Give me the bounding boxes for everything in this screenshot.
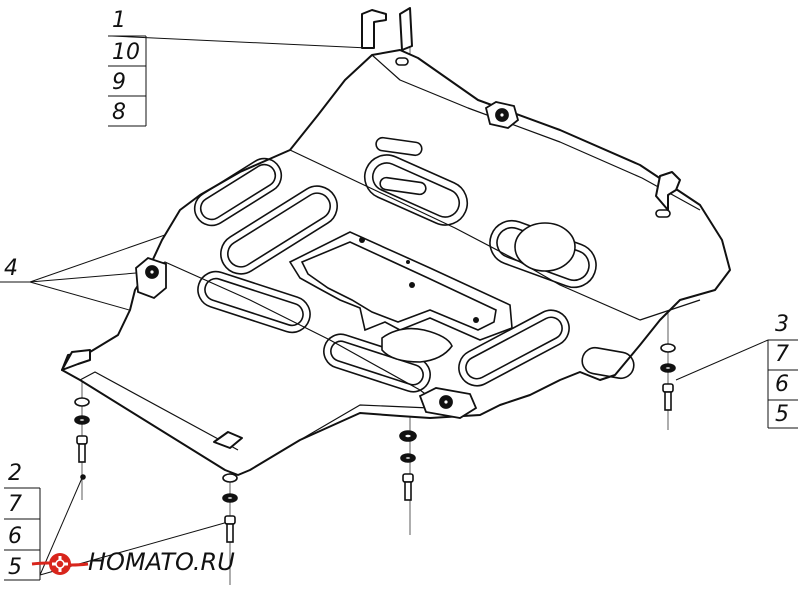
fastener-stack-left <box>74 397 90 463</box>
inner-slot <box>379 176 427 196</box>
fastener-stack-right <box>660 343 676 411</box>
logo-text: HOMATO.RU <box>88 548 235 576</box>
top-slot <box>375 136 423 157</box>
callout-right-2: 6 <box>775 372 789 397</box>
front-bracket-strap <box>399 7 413 51</box>
fastener-stack-bottom <box>222 473 238 543</box>
corner-slot <box>655 209 671 218</box>
watermark-logo: HOMATO.RU <box>30 546 240 582</box>
callout-left-0: 4 <box>4 256 18 281</box>
logo-emblem-icon <box>31 553 89 575</box>
callout-top-3: 8 <box>112 100 126 125</box>
callout-top: 1 10 9 8 <box>108 8 147 127</box>
callout-right-0: 3 <box>775 312 789 337</box>
callout-top-1: 10 <box>112 40 140 65</box>
top-corner-slot <box>395 57 409 66</box>
bottom-tab <box>213 431 243 449</box>
callout-top-0: 1 <box>112 8 126 33</box>
callout-top-2: 9 <box>112 70 126 95</box>
callout-bl-3: 5 <box>8 555 22 580</box>
fastener-stack-center <box>399 430 417 501</box>
left-tab <box>61 349 91 371</box>
boss-left <box>135 256 167 300</box>
round-hole <box>514 222 576 272</box>
callout-right-1: 7 <box>775 342 789 367</box>
brackets <box>61 7 681 449</box>
drain-hole <box>381 327 453 363</box>
callout-bl-1: 7 <box>8 492 22 517</box>
callout-right: 3 7 6 5 <box>767 312 798 429</box>
mount-bosses <box>135 101 520 419</box>
callout-bl-2: 6 <box>8 524 22 549</box>
fasteners <box>74 343 676 543</box>
callout-left: 4 <box>0 256 30 283</box>
small-screw <box>80 474 86 480</box>
callout-bottom-left: 2 7 6 5 <box>4 461 41 581</box>
callout-bl-0: 2 <box>8 461 22 486</box>
holes <box>375 57 671 363</box>
callout-right-3: 5 <box>775 402 789 427</box>
front-bracket <box>361 9 387 49</box>
rear-bracket <box>655 171 681 211</box>
small-holes <box>359 237 479 323</box>
boss-top <box>484 101 520 129</box>
boss-bottom <box>418 387 478 419</box>
